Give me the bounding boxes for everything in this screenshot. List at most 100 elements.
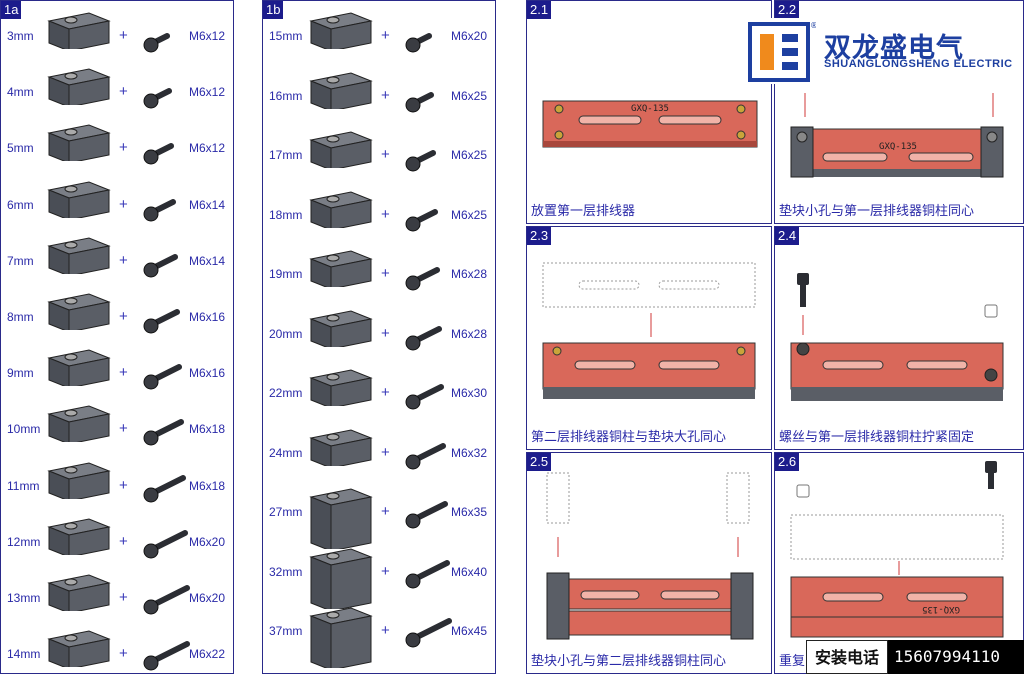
bolt-icon — [143, 419, 184, 446]
bolt-icon — [405, 33, 432, 53]
spacer-block-icon — [47, 405, 111, 446]
bolt-icon — [143, 143, 174, 165]
spacer-part — [47, 517, 111, 559]
bolt-part — [403, 493, 455, 537]
spacer-size-label: 32mm — [269, 564, 303, 579]
spacer-bolt-row: 11mm+M6x18 — [1, 459, 233, 515]
plus-sign: + — [381, 265, 390, 282]
bolt-icon — [405, 384, 444, 410]
step-tag: 2.3 — [527, 227, 552, 245]
bolt-part — [403, 255, 455, 299]
bolt-icon — [143, 364, 182, 390]
spacer-bolt-row: 20mm+M6x28 — [263, 307, 495, 363]
spacer-block-icon — [309, 547, 373, 612]
bolt-spec-label: M6x22 — [189, 647, 226, 662]
second-layer-align-diagram — [542, 262, 756, 399]
spacer-size-label: 10mm — [7, 422, 41, 437]
bolt-part — [141, 635, 193, 673]
spacer-size-label: 11mm — [7, 478, 40, 493]
spacer-block-icon — [309, 250, 373, 290]
spacer-bolt-row: 3mm+M6x12 — [1, 9, 233, 65]
bolt-part — [403, 196, 455, 240]
bolt-icon — [143, 474, 186, 503]
spacer-part — [309, 309, 373, 351]
spacer-part — [47, 236, 111, 278]
step-tag: 2.6 — [775, 453, 800, 471]
plus-sign: + — [381, 27, 390, 44]
plus-sign: + — [119, 645, 128, 663]
bolt-icon — [143, 641, 190, 671]
bolt-spec-label: M6x25 — [451, 148, 488, 162]
bolt-spec-label: M6x18 — [189, 478, 226, 493]
registered-mark: ® — [810, 21, 816, 30]
bolt-part — [403, 315, 455, 359]
plus-sign: + — [381, 146, 390, 163]
spacer-size-label: 5mm — [7, 141, 34, 156]
spacer-block-icon — [47, 462, 111, 502]
spacer-block-icon — [47, 68, 111, 108]
spacer-size-label: 24mm — [269, 445, 303, 460]
plus-sign: + — [381, 562, 390, 580]
logo-name-en: SHUANGLONGSHENG ELECTRIC — [824, 58, 1013, 70]
hotline-phone[interactable]: 15607994110 — [888, 640, 1024, 674]
bolt-icon — [143, 88, 172, 109]
plus-sign: + — [119, 195, 128, 213]
logo-name-cn: 双龙盛电气 — [824, 33, 964, 64]
spacer-bolt-row: 16mm + M6x25 — [263, 69, 495, 125]
bolt-spec-label: M6x25 — [451, 88, 488, 103]
spacer-block-icon — [309, 12, 373, 52]
step-caption: 重复 — [779, 654, 806, 669]
repeat-stack-diagram: GXQ-135 — [790, 461, 1004, 638]
spacer-part — [47, 180, 111, 222]
bolt-spec-label: M6x16 — [189, 310, 226, 324]
panel-1b-tag: 1b — [263, 1, 284, 19]
spacer-block-icon — [47, 181, 111, 221]
bolt-spec-label: M6x20 — [189, 534, 226, 549]
spacer-on-plate-diagram: GXQ-135 — [790, 93, 1004, 178]
spacer-block-icon — [47, 293, 111, 333]
bolt-part — [403, 374, 455, 418]
bolt-spec-label: M6x14 — [189, 197, 226, 212]
step-tag: 2.2 — [775, 1, 800, 19]
spacer-size-label: 8mm — [7, 310, 34, 324]
spacer-part — [309, 547, 373, 613]
spacer-size-label: 16mm — [269, 88, 303, 103]
spacer-size-label: 12mm — [7, 534, 41, 549]
bolt-part — [141, 354, 193, 398]
step-caption: 垫块小孔与第一层排线器铜柱同心 — [779, 204, 975, 219]
spacer-part — [47, 123, 111, 165]
spacer-part — [309, 368, 373, 410]
bolt-part — [141, 523, 193, 567]
bolt-spec-label: M6x28 — [451, 326, 488, 341]
spacer-part — [309, 190, 373, 232]
spacer-part — [309, 11, 373, 53]
spacer-size-label: 7mm — [7, 253, 34, 268]
bolt-icon — [405, 501, 448, 529]
spacer-bolt-row: 13mm+M6x20 — [1, 571, 233, 627]
step-tag: 2.5 — [527, 453, 552, 471]
spacer-block-icon — [47, 518, 111, 558]
bolt-icon — [143, 253, 178, 278]
hotline-label: 安装电话 — [806, 640, 889, 674]
plus-sign: + — [119, 308, 128, 325]
spacer-part — [47, 67, 111, 109]
bolt-spec-label: M6x28 — [451, 267, 488, 281]
bolt-part — [141, 467, 193, 511]
spacer-bolt-row: 19mm+M6x28 — [263, 247, 495, 303]
step-2-4: 2.4 螺丝与第一层排线器铜柱拧紧固定 — [774, 226, 1024, 450]
plus-sign: + — [381, 86, 390, 104]
plus-sign: + — [119, 420, 128, 438]
spacer-size-label: 6mm — [7, 197, 34, 212]
bolt-part — [403, 17, 455, 61]
spacer-block-icon — [309, 369, 373, 409]
spacer-part — [309, 249, 373, 291]
spacer-bolt-row: 6mm + M6x14 — [1, 178, 233, 234]
spacer-size-label: 3mm — [7, 29, 34, 43]
plus-sign: + — [381, 443, 390, 461]
bolt-spec-label: M6x20 — [189, 591, 226, 605]
plate-label: GXQ-135 — [879, 142, 917, 152]
spacer-block-icon — [309, 309, 373, 350]
spacer-block-icon — [309, 488, 373, 552]
spacer-bolt-row: 22mm+M6x30 — [263, 366, 495, 422]
spacer-part — [47, 404, 111, 446]
